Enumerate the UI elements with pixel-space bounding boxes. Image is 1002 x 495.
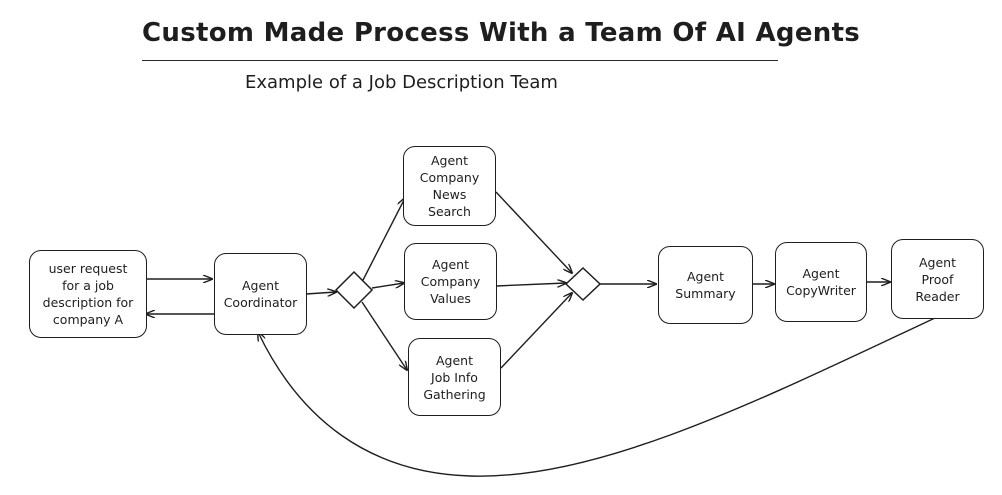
edge-values-to-gateway [495, 283, 566, 286]
edge-proofreader-to-coordinator [258, 317, 936, 477]
gateway-split [334, 270, 374, 310]
edge-gateway-to-values [371, 283, 404, 289]
edge-gateway-to-news [361, 198, 405, 283]
agent-job-info-node: Agent Job Info Gathering [408, 338, 501, 416]
title-underline [142, 60, 778, 61]
gateway-merge [564, 266, 602, 302]
page-title: Custom Made Process With a Team Of AI Ag… [142, 18, 861, 48]
agent-copywriter-label: Agent CopyWriter [786, 266, 856, 298]
agent-summary-node: Agent Summary [658, 246, 753, 324]
agent-copywriter-node: Agent CopyWriter [775, 242, 867, 322]
agent-coordinator-label: Agent Coordinator [223, 278, 298, 310]
user-request-node: user request for a job description for c… [29, 250, 147, 338]
agent-news-search-node: Agent Company News Search [403, 146, 496, 226]
edge-news-to-gateway [495, 191, 572, 273]
agent-proof-reader-label: Agent Proof Reader [915, 254, 960, 304]
agent-company-values-label: Agent Company Values [420, 257, 481, 306]
agent-summary-label: Agent Summary [675, 269, 736, 301]
user-request-label: user request for a job description for c… [42, 261, 134, 327]
agent-company-values-node: Agent Company Values [404, 243, 497, 320]
agent-proof-reader-node: Agent Proof Reader [891, 239, 984, 319]
edge-gateway-to-jobinfo [361, 301, 407, 370]
agent-job-info-label: Agent Job Info Gathering [423, 352, 486, 402]
agent-news-search-label: Agent Company News Search [419, 153, 480, 219]
edge-jobinfo-to-gateway [500, 293, 572, 369]
page-subtitle: Example of a Job Description Team [245, 72, 558, 93]
agent-coordinator-node: Agent Coordinator [214, 253, 307, 335]
edge-coordinator-to-gateway [305, 292, 336, 294]
